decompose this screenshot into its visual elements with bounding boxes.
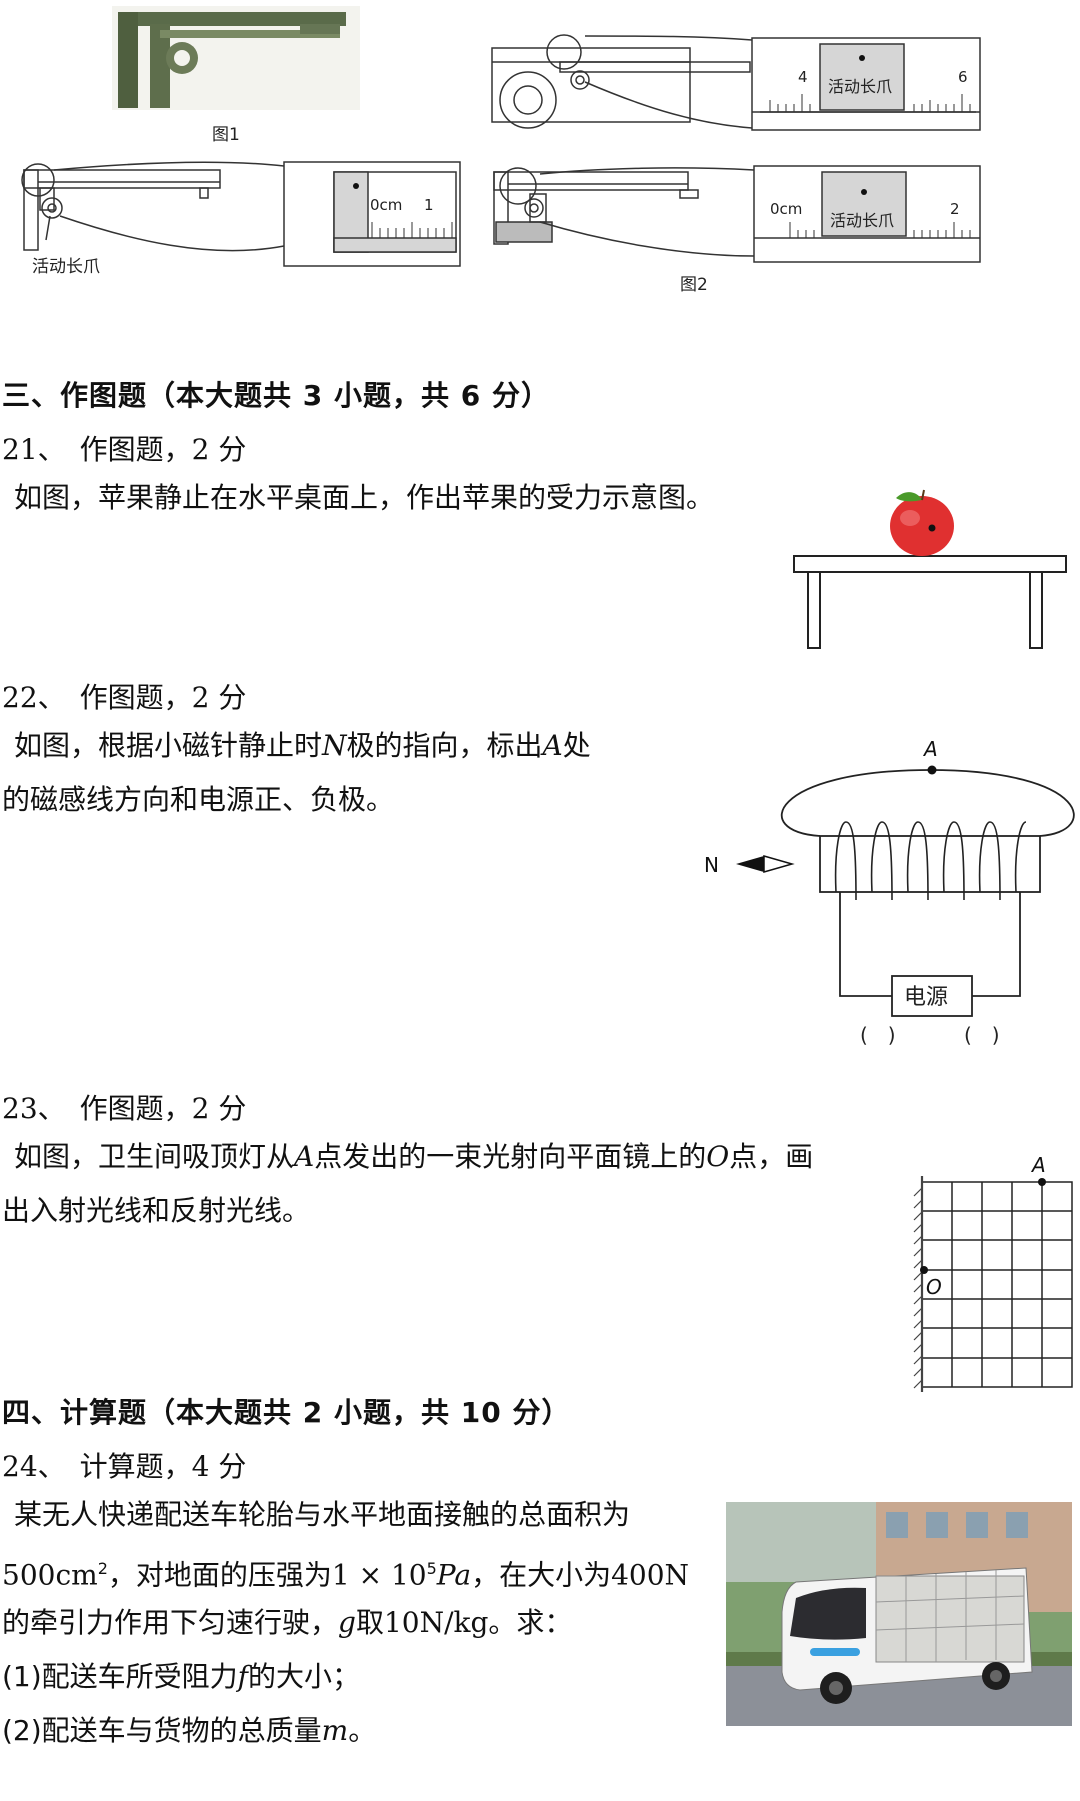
fig2-caption: 图2 bbox=[680, 275, 708, 295]
section4-title: 四、计算题（本大题共 2 小题，共 10 分） bbox=[2, 1396, 571, 1429]
q24-line3: 的牵引力作用下匀速行驶，g取10N/kg。求： bbox=[2, 1596, 572, 1650]
q24-pressure-unit: Pa bbox=[436, 1558, 472, 1592]
q24-item2-m: m bbox=[321, 1714, 349, 1747]
q24-item1-f: f bbox=[237, 1660, 249, 1693]
q24-g-value: 10N/kg bbox=[383, 1606, 489, 1639]
point-a bbox=[1038, 1178, 1046, 1186]
vehicle-body bbox=[781, 1567, 1033, 1704]
apple-table-svg bbox=[793, 489, 1067, 649]
q22-line1-N: N bbox=[322, 729, 347, 762]
q23-line1: 如图，卫生间吸顶灯从A点发出的一束光射向平面镜上的O点，画 bbox=[14, 1130, 813, 1184]
q23-line1-A: A bbox=[294, 1140, 315, 1173]
label-n: N bbox=[704, 853, 719, 877]
q23-line1-O: O bbox=[706, 1140, 730, 1173]
grid bbox=[921, 1181, 1073, 1388]
caliper-diagram-b bbox=[21, 161, 461, 267]
q24-item1-b: 的大小； bbox=[248, 1660, 361, 1693]
slider-label-a: 活动长爪 bbox=[828, 77, 892, 96]
q21-heading: 21、 作图题，2 分 bbox=[2, 433, 247, 466]
q24-item1: (1)配送车所受阻力f的大小； bbox=[2, 1650, 360, 1704]
section3-title: 三、作图题（本大题共 3 小题，共 6 分） bbox=[2, 379, 550, 412]
jaw-label: 活动长爪 bbox=[32, 257, 100, 277]
q22-line1-b: 极的指向，标出 bbox=[346, 729, 543, 762]
point-a bbox=[927, 765, 937, 775]
q23-line1-c: 点，画 bbox=[729, 1140, 814, 1173]
q22-line1-a: 如图，根据小磁针静止时 bbox=[14, 729, 323, 762]
caliper-figure-block: 图1 4 6 活动长 bbox=[0, 0, 1080, 300]
solenoid-svg: A 电源 ( ) ( ) N bbox=[704, 737, 1075, 1047]
q24-pressure: 1 × 10 bbox=[331, 1558, 427, 1592]
q24-force: 400N bbox=[611, 1558, 690, 1592]
apple-table-figure bbox=[786, 486, 1074, 656]
power-supply-label: 电源 bbox=[904, 985, 948, 1010]
q23-heading: 23、 作图题，2 分 bbox=[2, 1092, 247, 1125]
wire-right bbox=[972, 892, 1021, 997]
fig1-caption: 图1 bbox=[212, 125, 240, 145]
wire-left bbox=[839, 892, 892, 997]
scale-ticks-a bbox=[769, 94, 971, 112]
q24-pressure-exp: 5 bbox=[426, 1559, 437, 1578]
q24-item2-b: 。 bbox=[348, 1714, 377, 1747]
power-supply-box bbox=[891, 975, 973, 1017]
table bbox=[793, 555, 1067, 649]
scale-ticks-b bbox=[371, 222, 453, 238]
q23-line2: 出入射光线和反射光线。 bbox=[2, 1194, 311, 1227]
q24-heading: 24、 计算题，4 分 bbox=[2, 1450, 247, 1483]
label-o: O bbox=[926, 1275, 942, 1299]
solenoid-figure: A 电源 ( ) ( ) N bbox=[690, 737, 1080, 1050]
scale-c-two-label: 2 bbox=[950, 200, 960, 218]
mirror-grid-svg: A O bbox=[913, 1153, 1073, 1392]
q22-line1-c: 处 bbox=[562, 729, 591, 762]
label-a: A bbox=[1030, 1153, 1046, 1177]
q24-line2: 500cm2，对地面的压强为1 × 105Pa，在大小为400N bbox=[2, 1542, 689, 1602]
compass-needle bbox=[736, 855, 795, 873]
q24-area-exp: 2 bbox=[97, 1559, 108, 1578]
scale-ticks-c bbox=[789, 222, 971, 238]
delivery-vehicle-photo bbox=[726, 1502, 1072, 1726]
coil-turns bbox=[834, 821, 1027, 901]
q24-line2-a: ，对地面的压强为 bbox=[107, 1558, 332, 1592]
slider-label-c: 活动长爪 bbox=[830, 211, 894, 230]
q24-line2-b: ，在大小为 bbox=[471, 1558, 612, 1592]
q22-heading: 22、 作图题，2 分 bbox=[2, 681, 247, 714]
q24-area: 500cm bbox=[2, 1558, 98, 1592]
q24-line1: 某无人快递配送车轮胎与水平地面接触的总面积为 bbox=[14, 1498, 631, 1531]
q22-line1: 如图，根据小磁针静止时N极的指向，标出A处 bbox=[14, 719, 591, 773]
apple bbox=[890, 489, 954, 556]
q22-line1-A: A bbox=[542, 729, 563, 762]
q23-line1-a: 如图，卫生间吸顶灯从 bbox=[14, 1140, 295, 1173]
q24-line3-b: 取 bbox=[355, 1606, 384, 1639]
scale-a-left-label: 4 bbox=[798, 68, 808, 86]
scale-a-right-label: 6 bbox=[958, 68, 968, 86]
caliper-diagram-a bbox=[491, 34, 981, 131]
paren-right: ( ) bbox=[964, 1023, 1000, 1047]
mirror-hatching bbox=[913, 1176, 924, 1392]
q24-g: g bbox=[338, 1606, 356, 1639]
point-o bbox=[920, 1266, 928, 1274]
q24-line3-c: 。求： bbox=[488, 1606, 573, 1639]
solenoid-core bbox=[819, 835, 1041, 893]
scale-b-zero-label: 0cm bbox=[370, 196, 402, 214]
q22-line2: 的磁感线方向和电源正、负极。 bbox=[2, 783, 395, 816]
field-line bbox=[780, 769, 1075, 837]
delivery-vehicle-svg bbox=[726, 1502, 1072, 1726]
q23-line1-b: 点发出的一束光射向平面镜上的 bbox=[314, 1140, 707, 1173]
q24-item2-a: (2)配送车与货物的总质量 bbox=[2, 1714, 322, 1747]
caliper-diagram-c bbox=[493, 165, 981, 263]
label-a: A bbox=[922, 740, 938, 761]
q24-item1-a: (1)配送车所受阻力 bbox=[2, 1660, 238, 1693]
scale-b-one-label: 1 bbox=[424, 196, 434, 214]
scale-c-zero-label: 0cm bbox=[770, 200, 802, 218]
caliper-photo bbox=[112, 6, 360, 110]
q24-item2: (2)配送车与货物的总质量m。 bbox=[2, 1704, 376, 1758]
paren-left: ( ) bbox=[860, 1023, 896, 1047]
mirror-grid-figure: A O bbox=[906, 1146, 1076, 1396]
q24-line3-a: 的牵引力作用下匀速行驶， bbox=[2, 1606, 339, 1639]
caliper-figures-svg: 图1 4 6 活动长 bbox=[21, 6, 981, 295]
q21-text: 如图，苹果静止在水平桌面上，作出苹果的受力示意图。 bbox=[14, 481, 715, 514]
